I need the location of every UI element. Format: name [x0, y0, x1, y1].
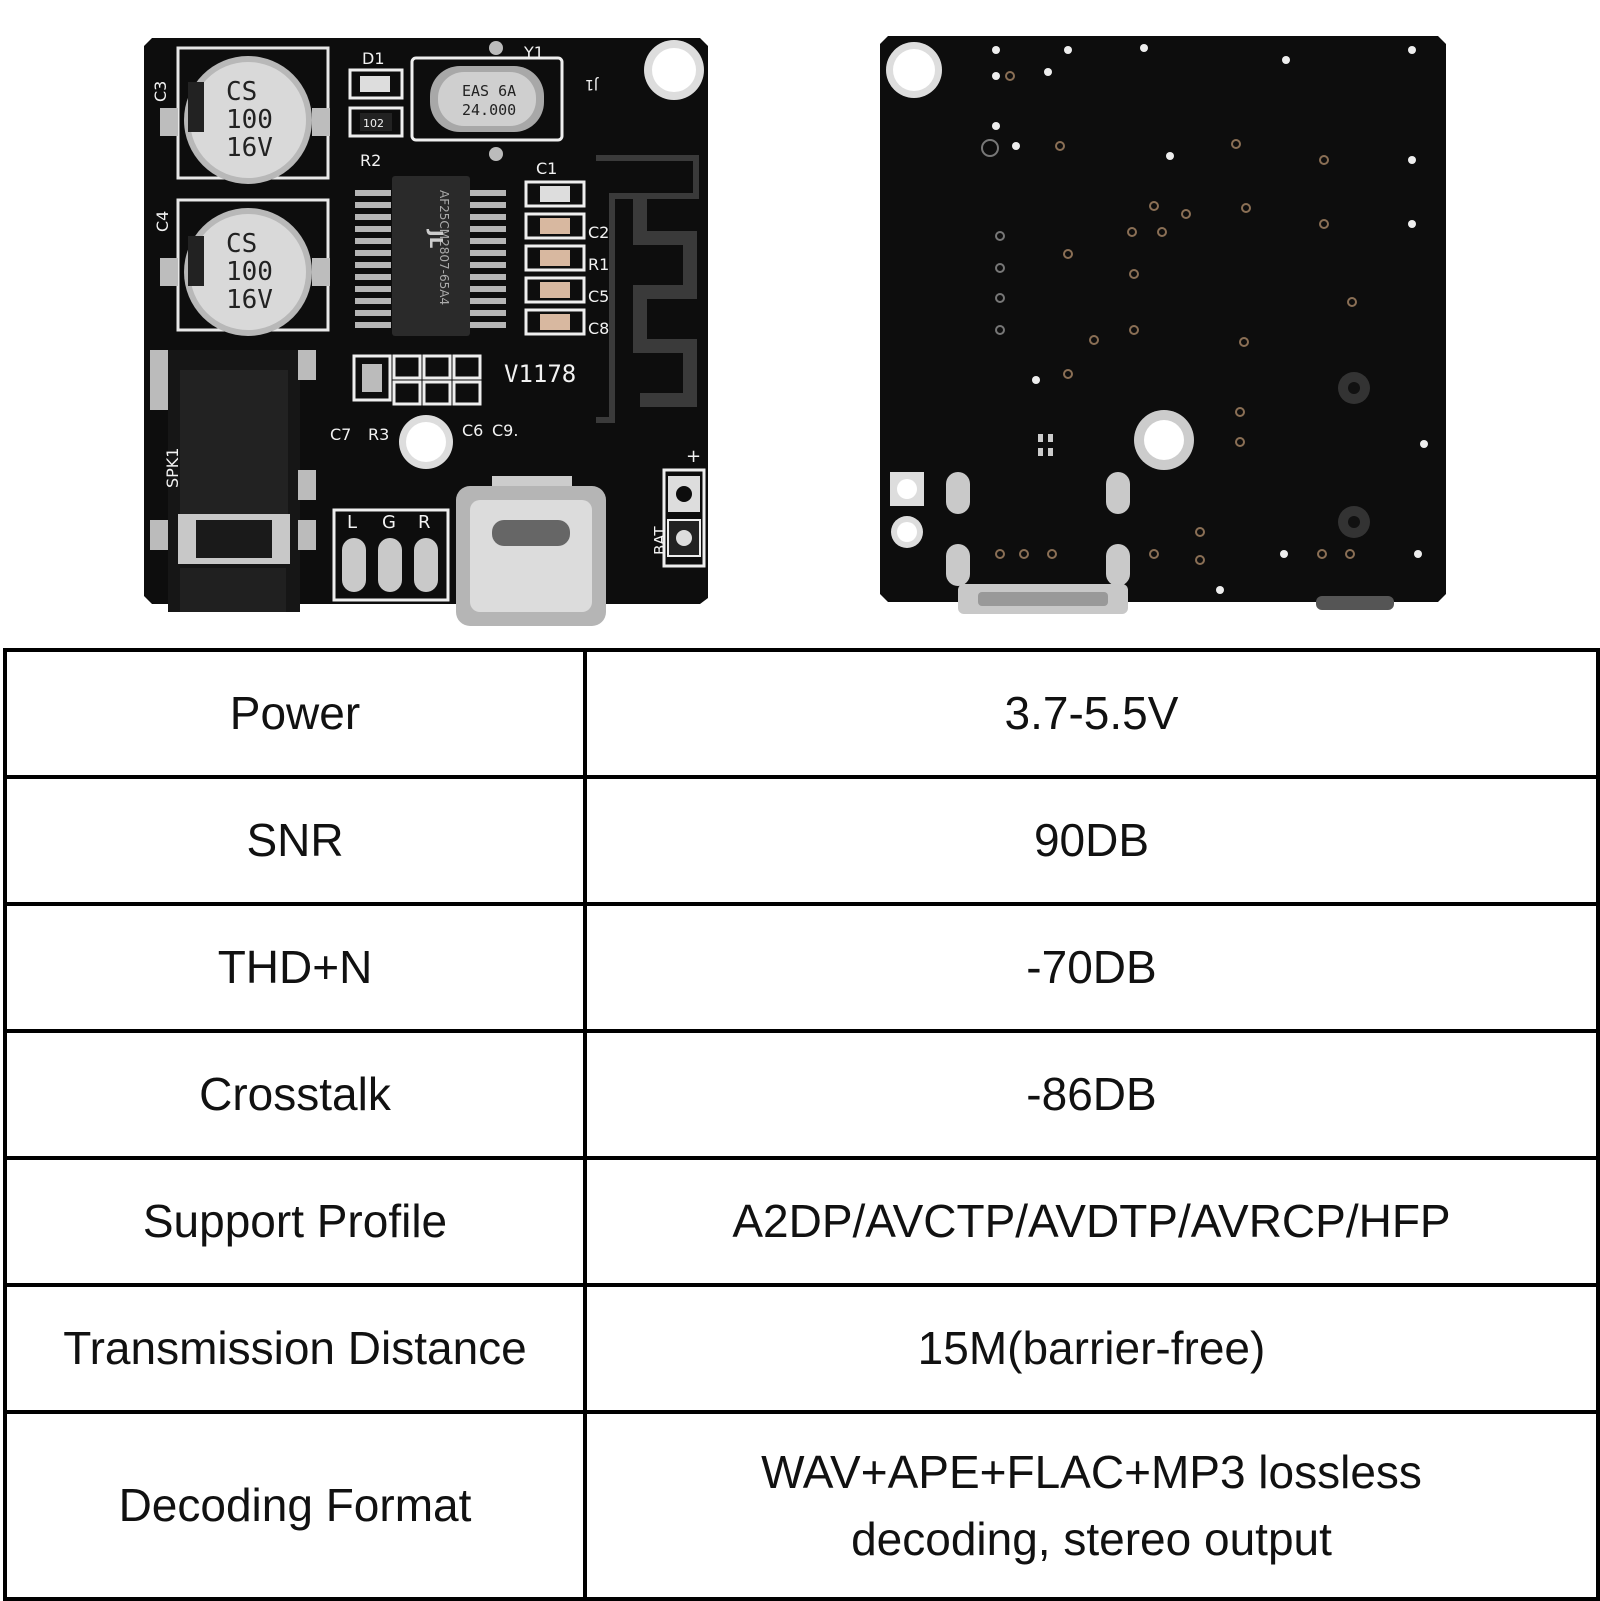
spec-label: Transmission Distance — [3, 1283, 587, 1414]
crystal-marking-1: EAS 6A — [462, 82, 516, 100]
board-front-image: CS 100 16V C3 CS 100 16V C4 D1 102 R2 EA… — [144, 38, 708, 626]
spec-value: WAV+APE+FLAC+MP3 lossless decoding, ster… — [583, 1410, 1600, 1601]
spk1-label: SPK1 — [163, 448, 182, 488]
c3-marking-3: 16V — [226, 133, 273, 163]
r-label: R — [418, 512, 431, 533]
table-row: Support Profile A2DP/AVCTP/AVDTP/AVRCP/H… — [3, 1156, 1600, 1287]
g-label: G — [382, 512, 396, 533]
spec-label: SNR — [3, 775, 587, 906]
c7-label: C7 — [330, 425, 351, 444]
table-row: SNR 90DB — [3, 775, 1600, 906]
c4-marking-3: 16V — [226, 285, 273, 315]
spec-value: -70DB — [583, 902, 1600, 1033]
svg-text:JL: JL — [425, 228, 446, 248]
spec-value: 15M(barrier-free) — [583, 1283, 1600, 1414]
r1-label: R1 — [588, 255, 609, 274]
spec-label: Decoding Format — [3, 1410, 587, 1601]
bat-label: BAT — [651, 526, 669, 555]
spec-value: -86DB — [583, 1029, 1600, 1160]
spec-label: Crosstalk — [3, 1029, 587, 1160]
specification-table: Power 3.7-5.5V SNR 90DB THD+N -70DB Cros… — [3, 648, 1600, 1601]
spec-value: 90DB — [583, 775, 1600, 906]
c3-marking-1: CS — [226, 77, 257, 107]
c3-label: C3 — [151, 81, 170, 102]
c2-label: C2 — [588, 223, 609, 242]
c4-marking-1: CS — [226, 229, 257, 259]
spec-label: THD+N — [3, 902, 587, 1033]
c1-label: C1 — [536, 159, 557, 178]
c3-marking-2: 100 — [226, 105, 273, 135]
version-label: V1178 — [504, 360, 576, 388]
plus-label: + — [686, 446, 701, 467]
c9-label: C9. — [492, 421, 518, 440]
spec-label: Support Profile — [3, 1156, 587, 1287]
c4-label: C4 — [153, 211, 172, 232]
crystal-marking-2: 24.000 — [462, 101, 516, 119]
board-back-image — [880, 36, 1446, 614]
c6-label: C6 — [462, 421, 483, 440]
r3-label: R3 — [368, 425, 389, 444]
spec-value: 3.7-5.5V — [583, 648, 1600, 779]
d1-label: D1 — [362, 49, 385, 68]
table-row: THD+N -70DB — [3, 902, 1600, 1033]
l-label: L — [347, 512, 357, 533]
c4-marking-2: 100 — [226, 257, 273, 287]
table-row: Transmission Distance 15M(barrier-free) — [3, 1283, 1600, 1414]
spec-label: Power — [3, 648, 587, 779]
table-row: Power 3.7-5.5V — [3, 648, 1600, 779]
table-row: Crosstalk -86DB — [3, 1029, 1600, 1160]
j1-label: J1 — [585, 76, 599, 92]
c5-label: C5 — [588, 287, 609, 306]
table-row: Decoding Format WAV+APE+FLAC+MP3 lossles… — [3, 1410, 1600, 1601]
y1-label: Y1 — [523, 43, 544, 62]
c8-label: C8 — [588, 319, 609, 338]
product-photos: CS 100 16V C3 CS 100 16V C4 D1 102 R2 EA… — [0, 0, 1600, 650]
r2-label: R2 — [360, 151, 381, 170]
spec-value: A2DP/AVCTP/AVDTP/AVRCP/HFP — [583, 1156, 1600, 1287]
chip-marking: AF25CM2807-65A4 — [437, 190, 451, 305]
resistor-marking: 102 — [363, 117, 384, 130]
